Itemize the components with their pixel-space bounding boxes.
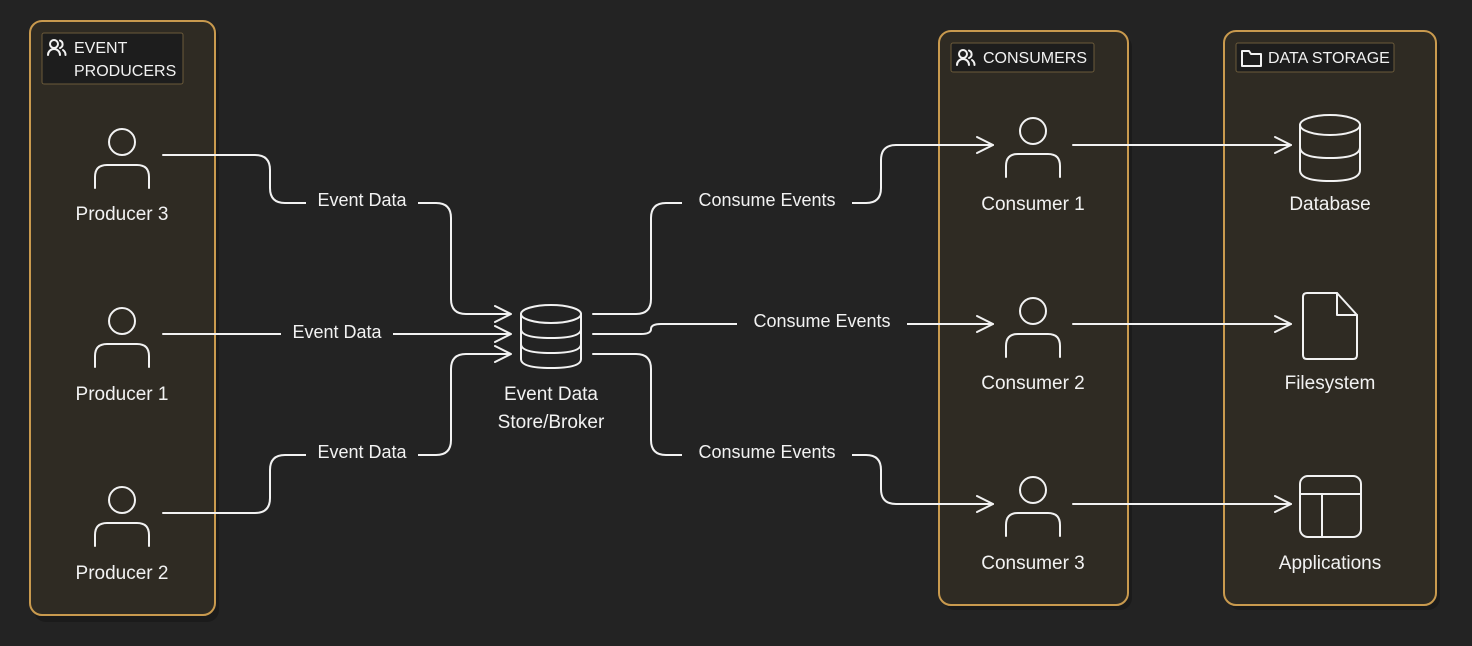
arrowhead xyxy=(494,325,512,343)
node-label: Producer 3 xyxy=(76,204,169,225)
node-label: Consumer 1 xyxy=(981,194,1085,215)
edge-label-p2: Event Data xyxy=(317,442,407,462)
arrowhead xyxy=(1274,315,1292,333)
node-applications[interactable]: Applications xyxy=(1279,475,1381,574)
node-database[interactable]: Database xyxy=(1289,114,1371,215)
producers-title-box xyxy=(41,32,184,85)
user-icon xyxy=(94,307,150,368)
node-label: Consumer 3 xyxy=(981,553,1085,574)
edge-broker-consumer3 xyxy=(592,353,994,505)
edge-label-c2: Consume Events xyxy=(753,311,890,331)
node-consumer3[interactable]: Consumer 3 xyxy=(981,476,1085,574)
group-data-storage[interactable]: DATA STORAGE xyxy=(1223,30,1440,610)
arrowhead xyxy=(494,305,512,323)
node-label: Applications xyxy=(1279,553,1381,574)
edge-broker-consumer1 xyxy=(592,144,994,315)
users-icon xyxy=(47,39,67,56)
node-label: Producer 1 xyxy=(76,384,169,405)
node-label: Filesystem xyxy=(1285,373,1376,394)
node-label: Producer 2 xyxy=(76,563,169,584)
storage-title-box xyxy=(1235,42,1395,73)
node-consumer1[interactable]: Consumer 1 xyxy=(981,117,1085,215)
database-icon xyxy=(1299,114,1361,182)
user-icon xyxy=(1005,117,1061,178)
edge-labels: Event Data Event Data Event Data Consume… xyxy=(281,187,907,469)
user-icon xyxy=(94,128,150,189)
producers-title-line1: EVENT xyxy=(74,40,128,57)
consumers-title: CONSUMERS xyxy=(983,50,1087,67)
node-producer3[interactable]: Producer 3 xyxy=(76,128,169,225)
file-icon xyxy=(1302,292,1358,360)
user-icon xyxy=(1005,297,1061,358)
arrowhead xyxy=(1274,495,1292,513)
edge-label-c3: Consume Events xyxy=(698,442,835,462)
users-icon xyxy=(956,49,976,66)
arrowhead xyxy=(494,345,512,363)
edge-label-p1: Event Data xyxy=(292,322,382,342)
node-event-broker[interactable]: Event Data Store/Broker xyxy=(498,304,605,433)
node-consumer2[interactable]: Consumer 2 xyxy=(981,297,1085,394)
edge-label-c1: Consume Events xyxy=(698,190,835,210)
storage-title: DATA STORAGE xyxy=(1268,50,1390,67)
folder-icon xyxy=(1241,50,1262,67)
user-icon xyxy=(94,486,150,547)
node-producer2[interactable]: Producer 2 xyxy=(76,486,169,584)
node-producer1[interactable]: Producer 1 xyxy=(76,307,169,405)
producers-title-line2: PRODUCERS xyxy=(74,63,176,80)
user-icon xyxy=(1005,476,1061,537)
node-label-line1: Event Data xyxy=(504,384,598,405)
arrowhead xyxy=(976,315,994,333)
arrowhead xyxy=(976,136,994,154)
group-event-producers[interactable]: EVENT PRODUCERS xyxy=(29,20,219,622)
consumers-title-box xyxy=(950,42,1095,73)
arrowhead xyxy=(1274,136,1292,154)
edge-broker-consumer2 xyxy=(592,323,994,335)
layout-icon xyxy=(1299,475,1362,538)
edge-label-p3: Event Data xyxy=(317,190,407,210)
arrowhead xyxy=(976,495,994,513)
database-icon xyxy=(520,304,582,369)
node-filesystem[interactable]: Filesystem xyxy=(1285,292,1376,394)
node-label: Consumer 2 xyxy=(981,373,1085,394)
node-label: Database xyxy=(1289,194,1370,215)
node-label-line2: Store/Broker xyxy=(498,412,605,433)
